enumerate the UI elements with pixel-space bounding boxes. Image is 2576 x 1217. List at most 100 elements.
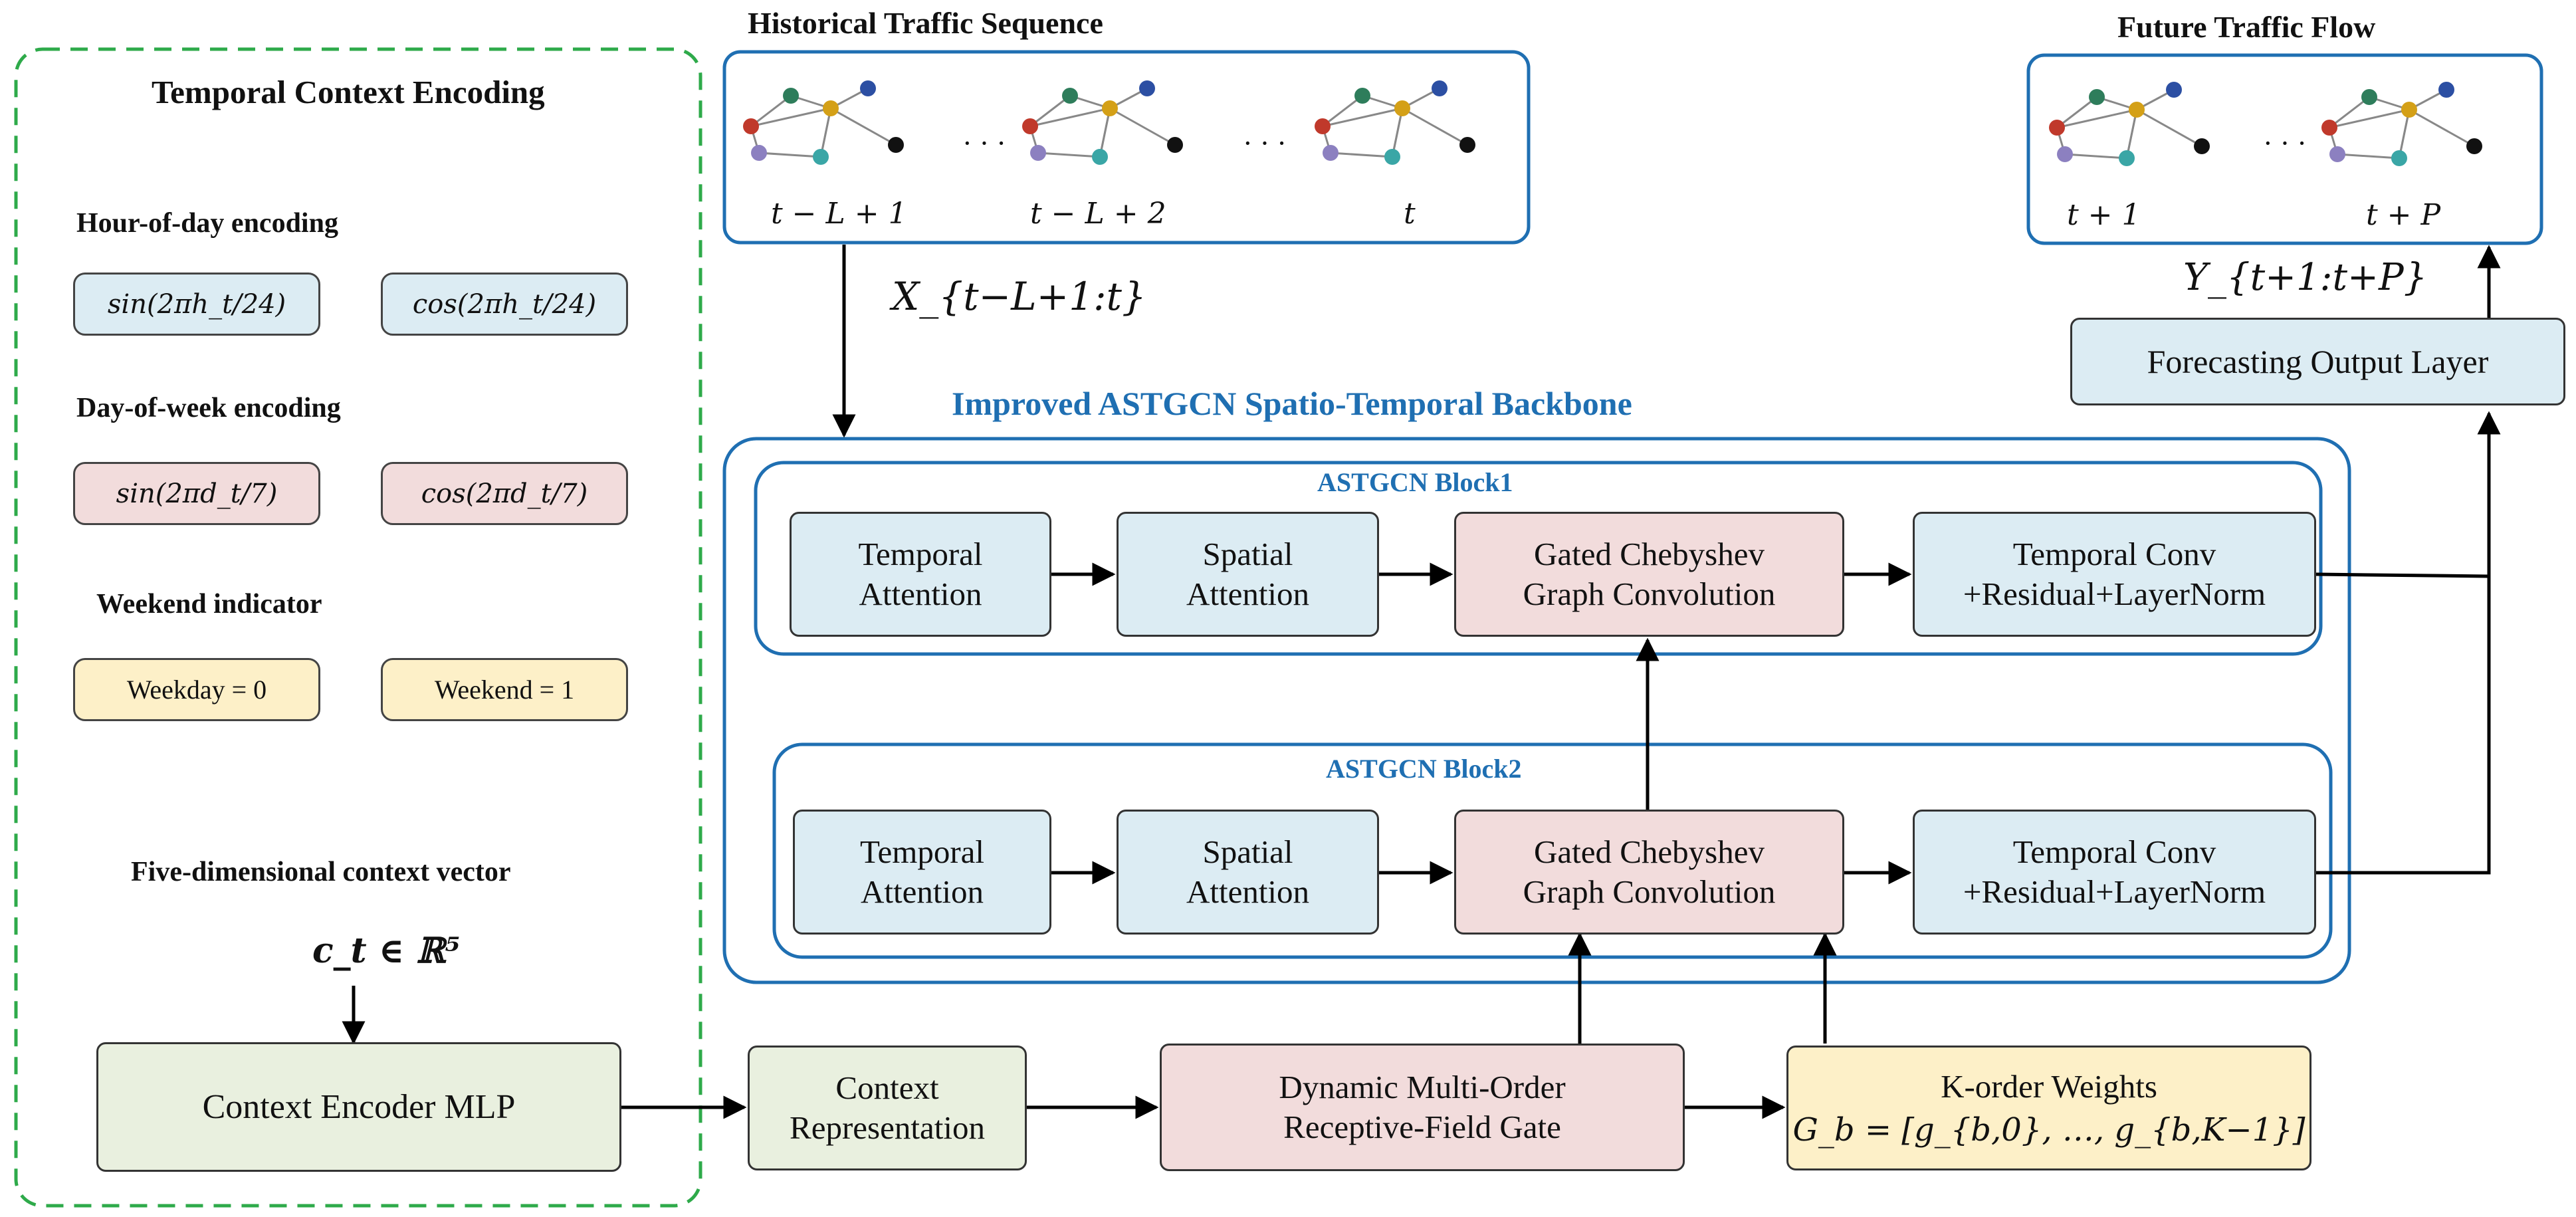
hist-dots-1: · · · bbox=[962, 127, 1006, 160]
hist-label-1: t − L + 1 bbox=[771, 197, 907, 231]
hist-label-3: t bbox=[1404, 197, 1416, 231]
vector-heading: Five-dimensional context vector bbox=[131, 857, 511, 887]
graph-edge bbox=[1391, 108, 1404, 158]
graph-node bbox=[743, 118, 759, 134]
block1-frame bbox=[754, 461, 2323, 656]
block2-frame bbox=[772, 742, 2333, 959]
graph-node bbox=[1102, 100, 1118, 116]
weekday-text: Weekday = 0 bbox=[126, 675, 267, 705]
graph-node bbox=[823, 100, 839, 116]
traffic-graph-2 bbox=[1022, 80, 1183, 165]
day-cos-pill: cos(2πd_t/7) bbox=[381, 462, 628, 525]
b1-gated-chebyshev: Gated Chebyshev Graph Convolution bbox=[1454, 512, 1844, 637]
dynamic-gate: Dynamic Multi-Order Receptive-Field Gate bbox=[1160, 1044, 1685, 1171]
graph-node bbox=[888, 137, 904, 153]
forecasting-output-layer: Forecasting Output Layer bbox=[2070, 318, 2565, 405]
graph-edge bbox=[2136, 108, 2202, 148]
graph-edge bbox=[1402, 107, 1468, 146]
output-symbol-y: Y_{t+1:t+P} bbox=[2183, 256, 2428, 299]
context-panel-title: Temporal Context Encoding bbox=[152, 74, 545, 110]
context-representation: Context Representation bbox=[748, 1046, 1027, 1170]
day-cos-text: cos(2πd_t/7) bbox=[421, 478, 588, 509]
traffic-graph-3 bbox=[1315, 80, 1475, 165]
b2-temporal-attention: Temporal Attention bbox=[793, 810, 1051, 935]
graph-node bbox=[2057, 146, 2073, 162]
graph-node bbox=[751, 145, 767, 161]
graph-edge bbox=[1099, 108, 1111, 158]
context-vector-symbol: c_t ∈ ℝ⁵ bbox=[312, 931, 461, 971]
graph-edge bbox=[2056, 96, 2097, 129]
weekend-text: Weekend = 1 bbox=[434, 675, 575, 705]
input-symbol-x: X_{t−L+1:t} bbox=[892, 274, 1146, 319]
graph-edge bbox=[2329, 108, 2410, 129]
graph-node bbox=[2049, 120, 2065, 136]
graph-edge bbox=[2398, 109, 2411, 159]
graph-edge bbox=[2329, 96, 2370, 129]
backbone-title: Improved ASTGCN Spatio-Temporal Backbone bbox=[952, 385, 1632, 422]
graph-edge bbox=[1322, 107, 1403, 128]
hist-label-2: t − L + 2 bbox=[1030, 197, 1166, 231]
graph-node bbox=[2361, 89, 2377, 105]
graph-edge bbox=[819, 108, 832, 158]
traffic-graph-1 bbox=[743, 80, 904, 165]
graph-edge bbox=[2064, 153, 2127, 160]
block2-title: ASTGCN Block2 bbox=[1326, 754, 1522, 784]
graph-node bbox=[2089, 89, 2105, 105]
hour-heading: Hour-of-day encoding bbox=[76, 208, 338, 239]
graph-node bbox=[1432, 80, 1448, 96]
block1-title: ASTGCN Block1 bbox=[1317, 467, 1513, 497]
graph-node bbox=[1354, 88, 1370, 104]
hour-cos-pill: cos(2πh_t/24) bbox=[381, 273, 628, 336]
graph-node bbox=[2329, 146, 2345, 162]
arrow-b2-out bbox=[2316, 411, 2501, 875]
future-title: Future Traffic Flow bbox=[2117, 10, 2376, 44]
hour-sin-text: sin(2πh_t/24) bbox=[107, 288, 286, 320]
graph-node bbox=[2391, 150, 2407, 166]
future-label-2: t + P bbox=[2366, 198, 2441, 232]
hist-dots-2: · · · bbox=[1243, 127, 1287, 160]
graph-node bbox=[2119, 150, 2135, 166]
graph-node bbox=[1139, 80, 1155, 96]
graph-edge bbox=[1037, 152, 1101, 158]
graph-node bbox=[2401, 102, 2417, 118]
b2-temporal-conv: Temporal Conv +Residual+LayerNorm bbox=[1913, 810, 2316, 935]
graph-node bbox=[860, 80, 876, 96]
k-order-formula: G_b = [g_{b,0}, …, g_{b,K−1}] bbox=[1792, 1111, 2306, 1149]
k-order-title: K-order Weights bbox=[1941, 1067, 2157, 1105]
graph-edge bbox=[758, 152, 821, 158]
graph-node bbox=[2438, 82, 2454, 98]
graph-edge bbox=[2409, 108, 2475, 148]
graph-node bbox=[813, 149, 829, 165]
k-order-weights: K-order Weights G_b = [g_{b,0}, …, g_{b,… bbox=[1786, 1046, 2311, 1170]
weekday-pill: Weekday = 0 bbox=[73, 658, 320, 721]
graph-node bbox=[1459, 137, 1475, 153]
graph-node bbox=[2466, 138, 2482, 154]
graph-node bbox=[2129, 102, 2145, 118]
context-panel-frame bbox=[14, 47, 702, 1208]
historical-title: Historical Traffic Sequence bbox=[748, 6, 1103, 40]
b1-temporal-conv: Temporal Conv +Residual+LayerNorm bbox=[1913, 512, 2316, 637]
graph-node bbox=[1384, 149, 1400, 165]
traffic-graph-4 bbox=[2049, 82, 2210, 166]
graph-edge bbox=[1029, 94, 1071, 128]
graph-edge bbox=[2056, 108, 2137, 129]
graph-node bbox=[2194, 138, 2210, 154]
weekend-heading: Weekend indicator bbox=[96, 589, 322, 619]
future-frame bbox=[2026, 53, 2543, 245]
graph-edge bbox=[2125, 109, 2138, 159]
traffic-graph-5 bbox=[2321, 82, 2482, 166]
graph-edge bbox=[1109, 107, 1176, 146]
graph-edge bbox=[1029, 107, 1111, 128]
hour-cos-text: cos(2πh_t/24) bbox=[412, 288, 597, 320]
day-heading: Day-of-week encoding bbox=[76, 393, 341, 423]
graph-node bbox=[1030, 145, 1046, 161]
graph-node bbox=[783, 88, 799, 104]
traffic-graphs bbox=[743, 80, 2482, 166]
day-sin-text: sin(2πd_t/7) bbox=[116, 478, 278, 509]
graph-edge bbox=[830, 107, 897, 146]
graph-edge bbox=[2337, 153, 2400, 160]
b1-temporal-attention: Temporal Attention bbox=[790, 512, 1051, 637]
graph-node bbox=[1022, 118, 1038, 134]
b1-spatial-attention: Spatial Attention bbox=[1117, 512, 1379, 637]
